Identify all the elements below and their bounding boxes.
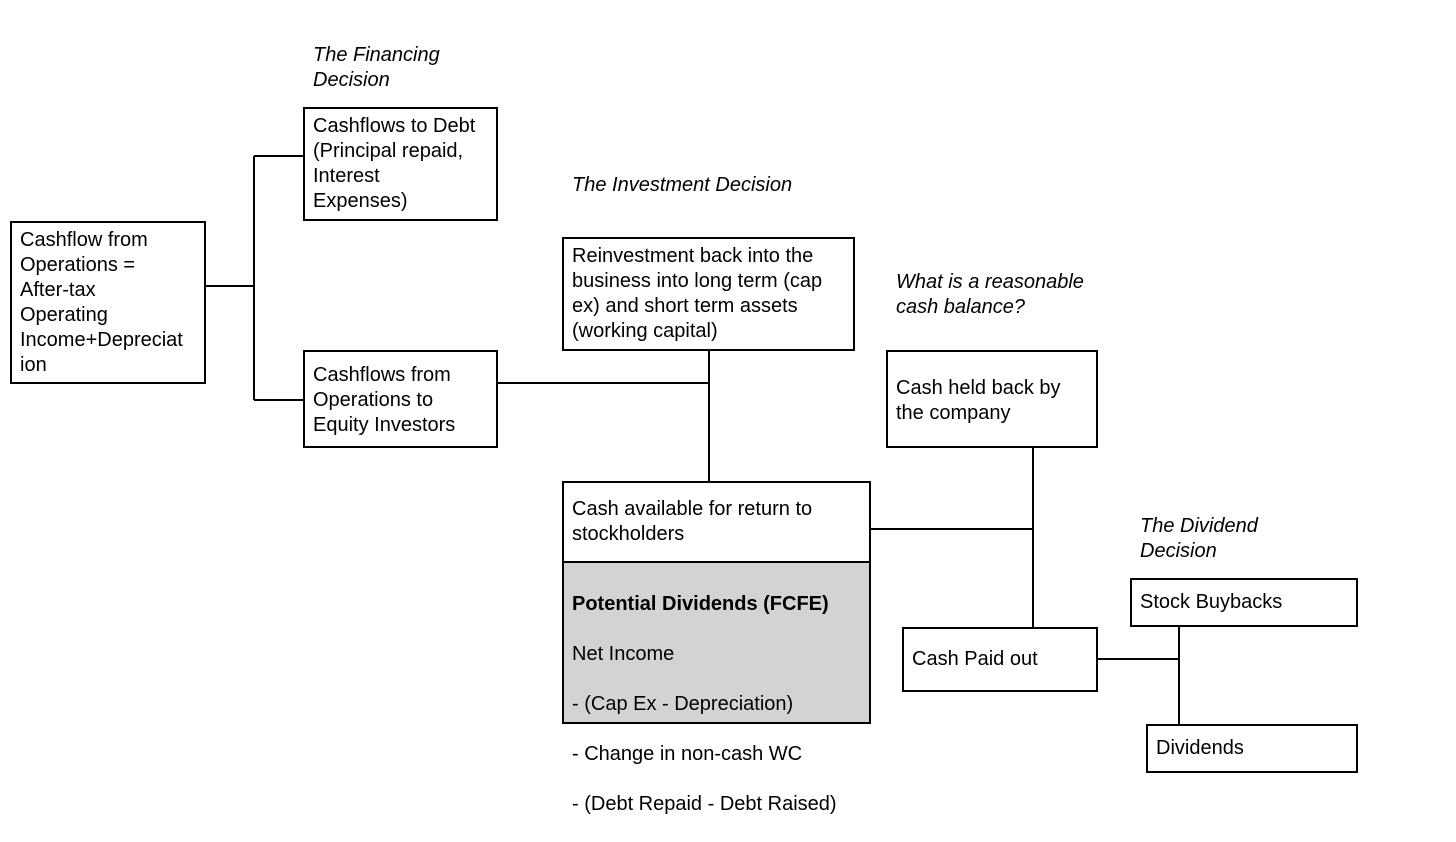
connector-lines: [206, 155, 1180, 724]
box-cashflows-to-equity: Cashflows from Operations to Equity Inve…: [303, 350, 498, 448]
label-cash-balance-question: What is a reasonable cash balance?: [896, 271, 1084, 318]
box-reinvestment: Reinvestment back into the business into…: [562, 237, 855, 351]
fcfe-title: Potential Dividends (FCFE): [572, 593, 829, 615]
fcfe-line-net-income: Net Income: [572, 643, 675, 665]
fcfe-line-capex: - (Cap Ex - Depreciation): [572, 693, 794, 715]
box-stock-buybacks: Stock Buybacks: [1130, 578, 1358, 627]
box-cashflows-to-debt: Cashflows to Debt (Principal repaid, Int…: [303, 107, 498, 221]
fcfe-line-working-capital: - Change in non-cash WC: [572, 743, 803, 765]
box-cash-held-back: Cash held back by the company: [886, 350, 1098, 448]
label-dividend-decision: The Dividend Decision: [1140, 515, 1258, 562]
label-financing-decision: The Financing Decision: [313, 44, 440, 91]
label-investment-decision: The Investment Decision: [572, 174, 793, 196]
box-potential-dividends-fcfe: Potential Dividends (FCFE) Net Income - …: [562, 561, 871, 815]
box-dividends: Dividends: [1146, 724, 1358, 773]
box-cash-paid-out: Cash Paid out: [902, 627, 1098, 692]
fcfe-line-debt: - (Debt Repaid - Debt Raised): [572, 793, 837, 815]
box-cash-available: Cash available for return to stockholder…: [562, 481, 871, 563]
box-cashflow-from-operations: Cashflow from Operations = After-tax Ope…: [10, 221, 206, 384]
